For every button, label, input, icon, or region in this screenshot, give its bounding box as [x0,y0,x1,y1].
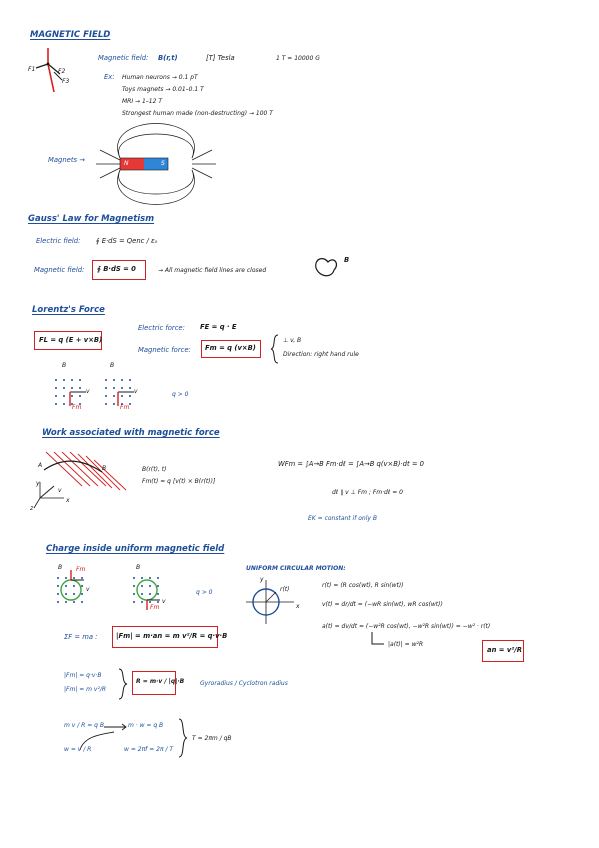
section-title-gauss: Gauss' Law for Magnetism [28,214,155,224]
lorentz-charge-note: q > 0 [172,391,189,398]
acceleration-magnitude: |a(t)| = w²R [388,641,424,648]
work-perpendicular-equation: dℓ ∥ v ⊥ Fm ; Fm·dℓ = 0 [332,489,403,496]
newton-second-law: ΣF = ma : [64,633,98,641]
section-title-magnetic-field: MAGNETIC FIELD [30,30,111,40]
lorentz-v-label: v [134,388,138,395]
gauss-magnetic-label: Magnetic field: [34,266,85,274]
circular-b-label: B [58,564,63,571]
kinetic-energy-note: EK = constant if only B [308,515,377,522]
arrow-sketch [371,632,384,645]
gyroradius-note: Gyroradius / Cyclotron radius [200,680,288,687]
magnetic-field-label: Magnetic field: [98,54,149,62]
right-hand-rule-note: Direction: right hand rule [283,351,359,358]
perpendicular-note: ⊥ v, B [283,337,302,344]
lorentz-v-label: v [86,388,90,395]
section-title-lorentz: Lorentz's Force [32,305,105,315]
example-item: MRI → 1–12 T [122,98,162,105]
electric-force-label: Electric force: [138,324,185,332]
circular-field-sketches [57,570,160,610]
magnets-label: Magnets → [48,156,85,164]
centripetal-force-equation: |Fm| = m·an = m v²/R = q·v·B [116,632,228,640]
period-equation: T = 2πm / qB [192,735,232,742]
right-brace-sketch [178,718,188,758]
coordinate-axes-sketch [35,48,63,93]
work-label-y: y [36,480,40,487]
ucm-radius-label: r(t) [280,586,290,593]
work-label-x: x [66,497,70,504]
example-item: Toys magnets → 0.01–0.1 T [122,86,204,93]
work-label-z: z [30,505,34,512]
radius-equation: R = m·v / |q|·B [136,678,185,685]
tesla-gauss-conversion: 1 T = 10000 G [276,55,320,62]
circular-fm-label: Fm [76,566,86,573]
work-force-equation: Fm(t) = q [v(t) × B(r(t))] [142,478,216,485]
magnetic-force-label: Magnetic force: [138,346,191,354]
magnetic-field-symbol: B(r,t) [158,54,178,62]
lorentz-b-label: B [110,362,115,369]
work-label-v: v [58,487,62,494]
ucm-axis-y: y [260,576,264,583]
lorentz-fm-label: Fm [120,404,130,411]
axis-label-f2: F2 [58,68,66,75]
brace-sketch [270,334,279,364]
axis-label-f1: F1 [28,66,36,73]
section-title-work: Work associated with magnetic force [42,428,220,438]
magnetic-force-box [201,340,261,358]
lorentz-b-label: B [62,362,67,369]
lorentz-force-box [34,331,102,350]
section-title-circular: Charge inside uniform magnetic field [46,544,225,554]
closed-lines-note: → All magnetic field lines are closed [158,267,267,274]
south-pole-label: S [161,160,165,167]
example-item: Human neurons → 0.1 pT [122,74,198,81]
closed-loop-sketch [315,258,338,277]
step-equation-1: m v / R = q B [64,722,104,729]
lorentz-field-dot-grids [55,379,134,406]
fm-equation-1: |Fm| = q·v·B [64,672,102,679]
circular-b-label: B [136,564,141,571]
north-pole-label: N [124,160,129,167]
gauss-magnetic-box [92,260,146,280]
work-label-a: A [38,462,43,469]
normal-acceleration-equation: an = v²/R [487,646,522,654]
fm-equation-2: |Fm| = m v²/R [64,686,107,693]
step-equation-2: m · w = q B [128,722,164,729]
work-path-sketch [33,451,127,509]
right-brace-sketch [118,668,128,700]
work-integral-equation: WFm = ∫A→B Fm·dℓ = ∫A→B q(v×B)·dt = 0 [278,460,424,468]
velocity-equation: v(t) = dr/dt = (−wR sin(wt), wR cos(wt)) [322,601,443,608]
bar-magnet-field-lines [96,123,216,205]
example-item: Strongest human made (non-destructing) →… [122,110,273,117]
circular-v-label: v [86,586,90,593]
normal-acceleration-box [482,640,524,662]
step-equation-4: w = 2πf = 2π / T [124,746,174,753]
electric-force-equation: FE = q · E [200,323,237,331]
work-label-b: B [102,465,107,472]
tesla-unit: [T] Tesla [206,54,235,62]
circular-v-label: v [162,598,166,605]
lorentz-force-equation: FL = q (E + v×B) [39,336,103,344]
acceleration-equation: a(t) = dv/dt = (−w²R cos(wt), −w²R sin(w… [322,623,491,630]
ucm-axis-x: x [296,603,300,610]
examples-label: Ex: [104,73,115,81]
circular-fm-label: Fm [150,604,160,611]
ucm-circle-sketch [246,580,294,624]
centripetal-force-box [112,626,218,648]
gauss-electric-equation: ∮ E·dS = Qenc / ε₀ [96,237,158,245]
work-field-equation: B(r(t), t) [142,466,167,473]
step-curve-arrow [79,731,115,751]
gauss-magnetic-equation: ∮ B·dS = 0 [97,265,136,273]
gauss-electric-label: Electric field: [36,237,81,245]
lorentz-fm-label: Fm [72,404,82,411]
step-equation-3: w = v / R [64,746,92,753]
position-equation: r(t) = (R cos(wt), R sin(wt)) [322,582,404,589]
step-arrow [104,723,127,731]
gauss-b-symbol: B [344,256,350,264]
axis-label-f3: F3 [62,78,70,85]
radius-box [132,671,176,695]
magnetic-force-equation: Fm = q (v×B) [205,344,256,352]
circular-charge-note: q > 0 [196,589,213,596]
ucm-title: UNIFORM CIRCULAR MOTION: [246,565,346,572]
